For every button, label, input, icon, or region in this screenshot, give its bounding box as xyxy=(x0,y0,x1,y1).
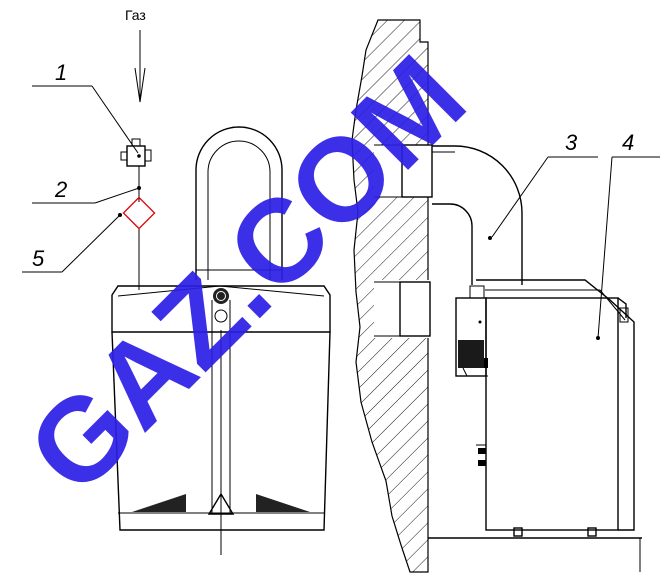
callout-1: 1 xyxy=(32,60,139,154)
wall-section xyxy=(351,19,642,573)
callout-5: 5 xyxy=(22,214,121,273)
callout-3-label: 3 xyxy=(565,130,578,155)
right-vent-grille xyxy=(256,494,310,512)
left-vent-grille xyxy=(132,494,186,512)
callout-1-label: 1 xyxy=(55,60,67,85)
boiler-side-view xyxy=(455,279,635,537)
chimney-pipe xyxy=(432,145,523,285)
gas-supply: Газ xyxy=(118,7,156,290)
gas-filter-symbol xyxy=(122,196,156,230)
boiler-front-view xyxy=(111,126,331,555)
burner-indicator-icon xyxy=(213,288,229,304)
callout-3: 3 xyxy=(488,130,598,240)
callout-4-label: 4 xyxy=(622,130,634,155)
callout-4: 4 xyxy=(596,130,660,340)
gas-valve xyxy=(120,138,152,167)
viewport-icon xyxy=(214,309,228,323)
callout-2: 2 xyxy=(32,177,140,204)
gas-flow-arrow xyxy=(134,30,146,103)
gas-label: Газ xyxy=(125,7,146,23)
callout-2-label: 2 xyxy=(54,177,67,202)
warning-triangle-icon xyxy=(207,492,235,515)
callout-5-label: 5 xyxy=(32,246,45,271)
